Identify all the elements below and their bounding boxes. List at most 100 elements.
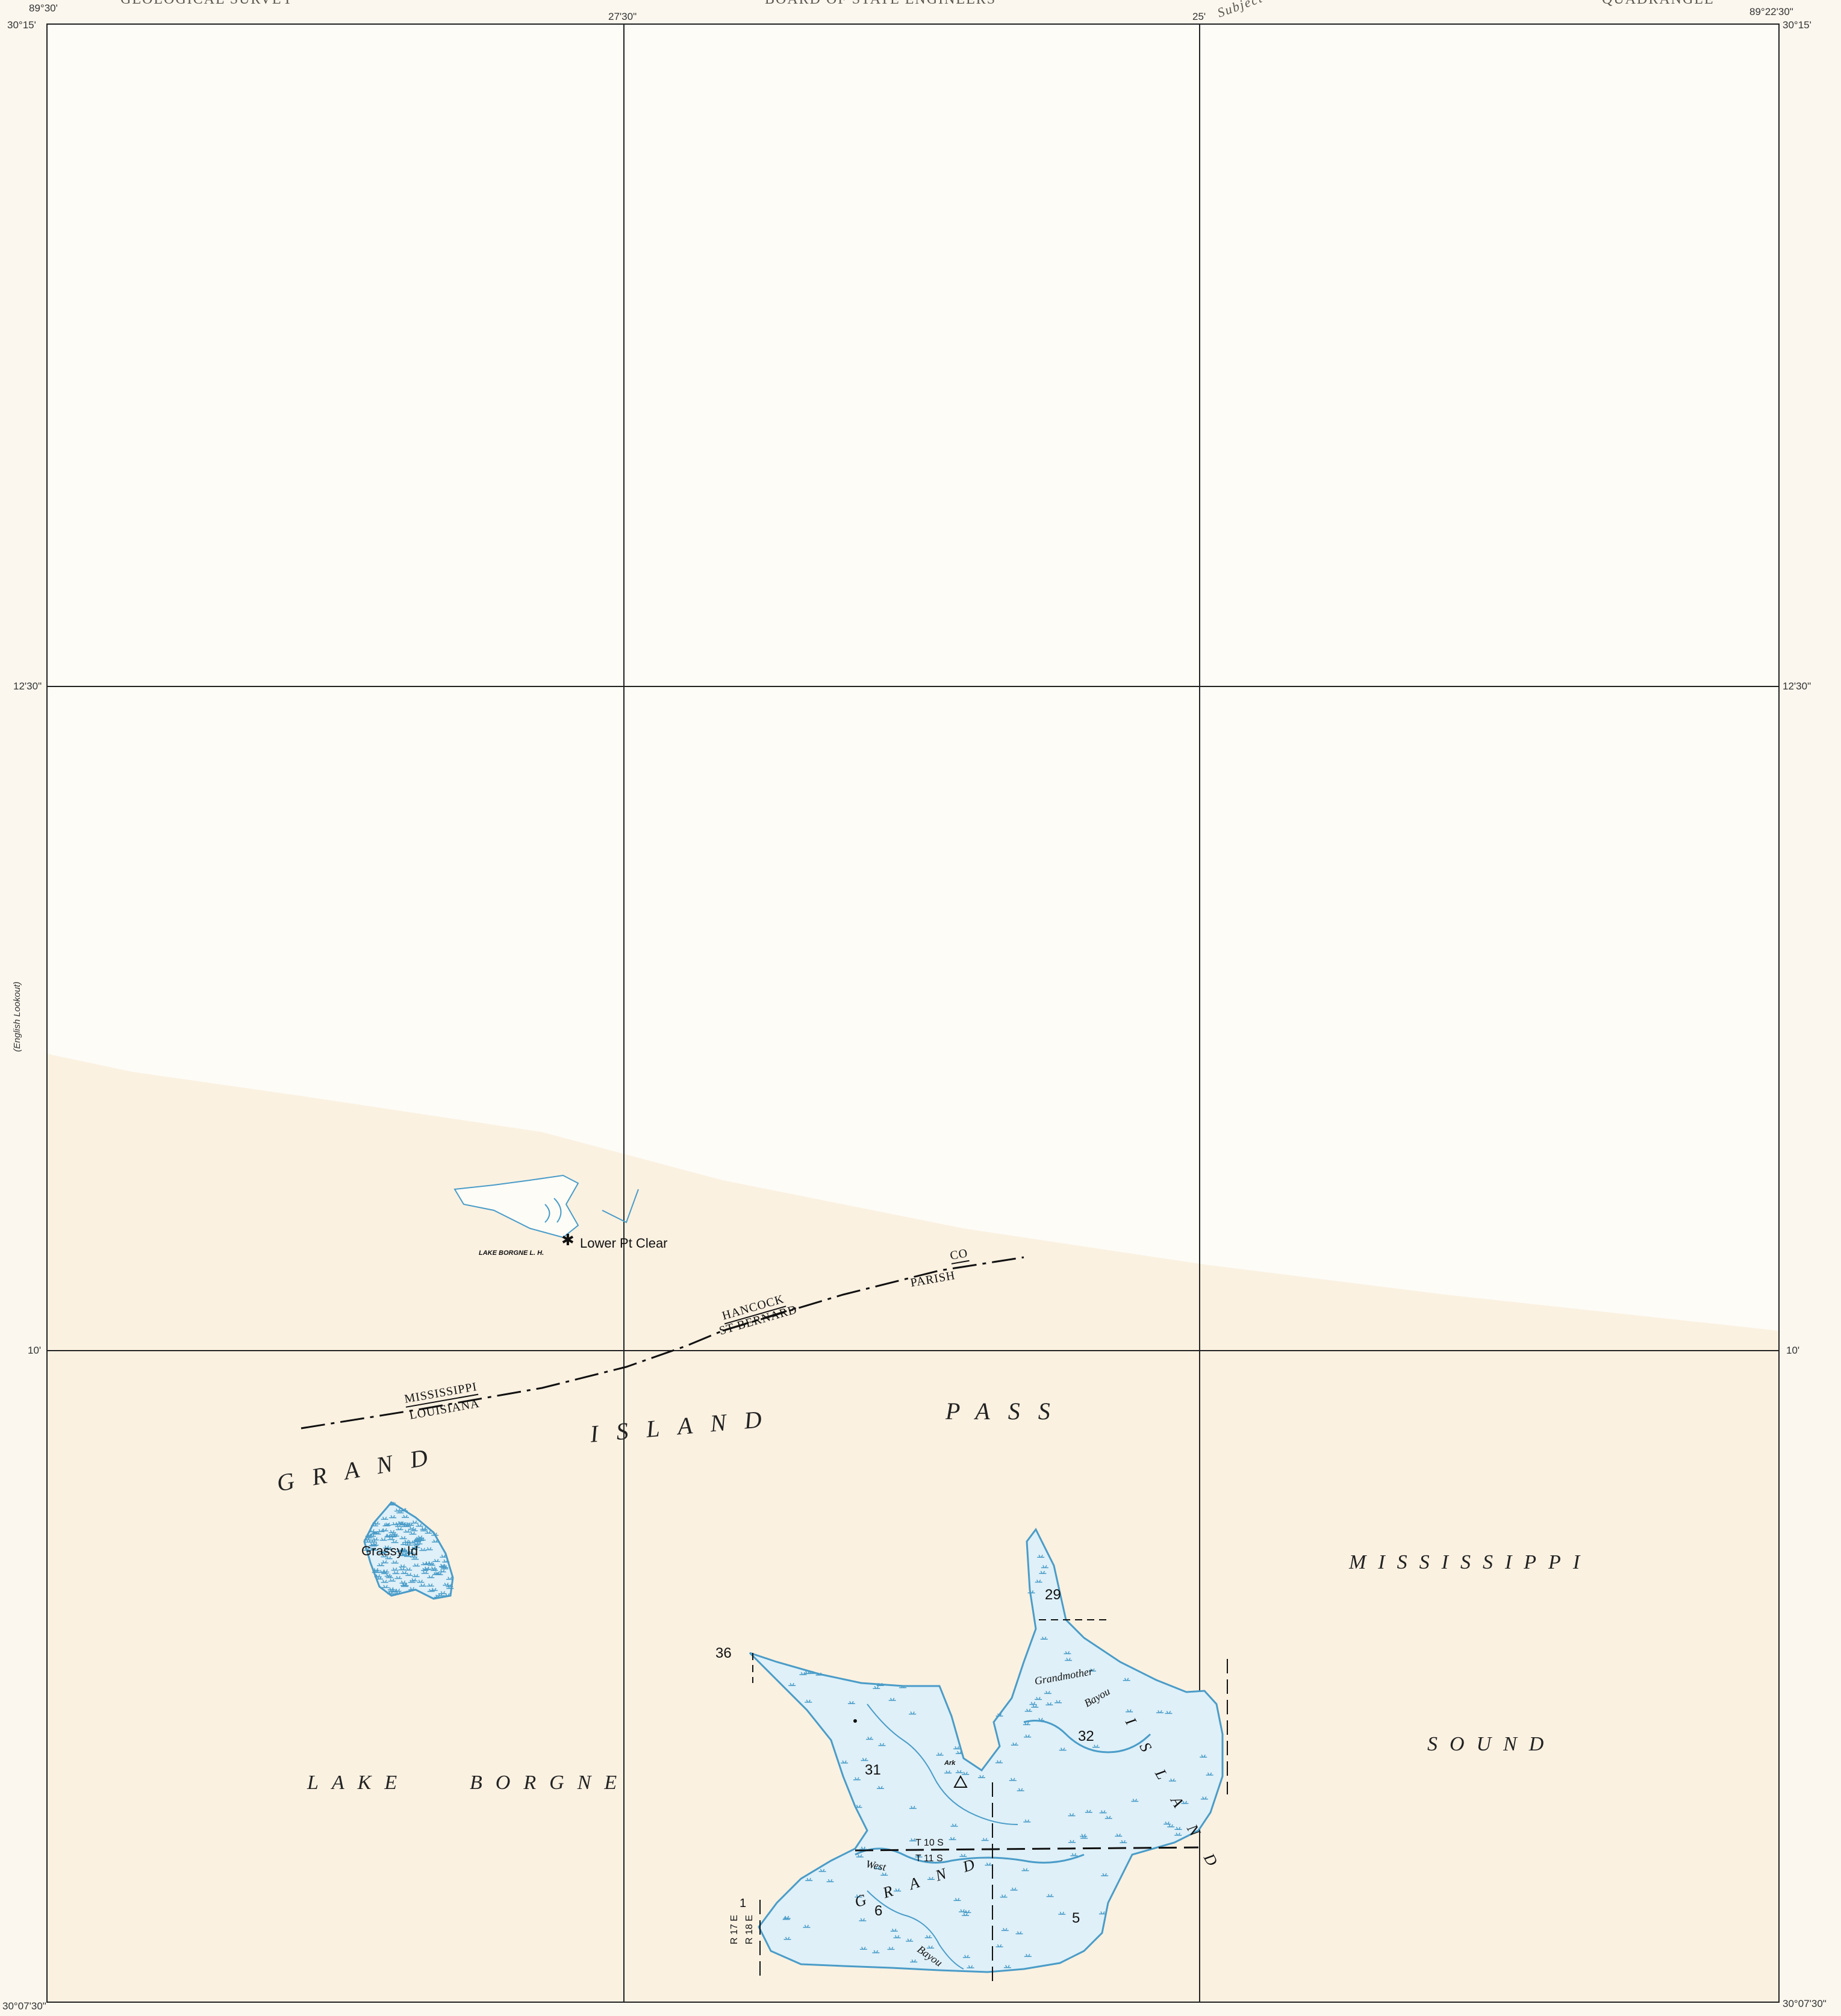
marsh-symbol-icon [379,1537,387,1541]
section-5: 5 [1072,1910,1080,1926]
marsh-symbol-icon [442,1559,450,1563]
label-lake: LAKE [307,1772,411,1794]
marsh-symbol-icon [443,1582,450,1586]
marsh-symbol-icon [388,1530,396,1534]
marsh-symbol-icon [381,1579,388,1583]
marsh-symbol-icon [369,1539,377,1543]
marsh-symbol-icon [894,1888,902,1892]
marsh-symbol-icon [818,1868,826,1872]
marsh-symbol-icon [377,1529,385,1532]
marsh-symbol-icon [440,1554,447,1558]
marsh-symbol-icon [438,1569,446,1573]
marsh-symbol-icon [421,1570,429,1574]
marsh-symbol-icon [1181,1800,1189,1804]
marsh-symbol-icon [944,1770,952,1774]
marsh-symbol-icon [1010,1887,1018,1891]
section-36: 36 [715,1645,732,1661]
marsh-symbol-icon [1120,1840,1127,1843]
grandmother-bayou [1023,1720,1151,1753]
marsh-symbol-icon [409,1531,417,1535]
marsh-symbol-icon [876,1682,884,1686]
marsh-symbol-icon [403,1529,411,1533]
marsh-symbol-icon [1059,1747,1067,1751]
marsh-symbol-icon [389,1515,397,1519]
marsh-symbol-icon [1098,1911,1106,1915]
south-bayou [867,1890,964,1970]
marsh-symbol-icon [399,1536,407,1540]
township-t10s: T 10 S [915,1838,944,1848]
coord-top-mid-lon: 27'30" [608,11,637,22]
marsh-symbol-icon [955,1770,963,1773]
marsh-symbol-icon [808,1670,815,1674]
marsh-symbol-icon [401,1583,409,1587]
marsh-symbol-icon [427,1575,435,1578]
marsh-symbol-icon [1126,1709,1133,1713]
marsh-symbol-icon [788,1682,796,1686]
marsh-symbol-icon [387,1537,395,1540]
marsh-symbol-icon [826,1879,834,1882]
marsh-symbol-icon [377,1563,385,1566]
marsh-symbol-icon [959,1853,967,1857]
marsh-symbol-icon [1036,1717,1044,1721]
marsh-symbol-icon [423,1566,431,1570]
marsh-symbol-icon [1001,1927,1009,1931]
section-6: 6 [874,1903,883,1919]
marsh-symbol-icon [995,1713,1003,1717]
marsh-symbol-icon [401,1549,409,1553]
marsh-symbol-icon [859,1918,867,1921]
marsh-symbol-icon [995,1760,1003,1764]
marsh-symbol-icon [874,1866,882,1870]
marsh-symbol-icon [369,1543,376,1546]
marsh-symbol-icon [397,1521,405,1525]
marsh-symbol-icon [962,1955,970,1958]
marsh-symbol-icon [384,1573,392,1577]
marsh-symbol-icon [847,1700,855,1705]
range-r18e: R 18 E [744,1915,755,1944]
marsh-symbol-icon [1037,1554,1045,1558]
marsh-symbol-icon [1023,1819,1031,1823]
marsh-symbol-icon [425,1547,433,1551]
marsh-symbol-icon [391,1567,399,1571]
marsh-symbol-icon [1131,1799,1139,1802]
state-boundary [301,1305,802,1430]
marsh-symbol-icon [873,1685,880,1689]
label-pass: PASS [945,1398,1068,1425]
marsh-symbol-icon [959,1909,967,1912]
marsh-symbol-icon [953,1746,961,1750]
marsh-symbol-icon [1123,1678,1130,1681]
township-t11s: T 11 S [915,1853,943,1864]
marsh-symbol-icon [390,1502,397,1506]
marsh-symbol-icon [1165,1711,1173,1714]
marsh-symbol-icon [416,1535,424,1539]
marsh-symbol-icon [981,1838,989,1841]
marsh-symbol-icon [906,1938,914,1942]
marsh-symbol-icon [1015,1931,1023,1935]
marsh-symbol-icon [964,1909,971,1914]
marsh-symbol-icon [1040,1636,1048,1640]
marsh-symbol-icon [1034,1697,1042,1700]
marsh-symbol-icon [402,1523,410,1527]
label-ark: Ark [944,1759,956,1767]
marsh-symbol-icon [1024,1734,1032,1738]
marsh-symbol-icon [876,1785,884,1790]
marsh-symbol-icon [381,1554,388,1558]
marsh-symbol-icon [375,1576,383,1580]
marsh-symbol-icon [1174,1826,1182,1831]
marsh-symbol-icon [1021,1868,1029,1871]
marsh-symbol-icon [1031,1704,1039,1708]
marsh-symbol-icon [859,1946,867,1950]
marsh-symbol-icon [962,1772,970,1775]
marsh-symbol-icon [995,1944,1003,1947]
marsh-symbol-icon [1054,1700,1062,1703]
marsh-symbol-icon [1068,1813,1076,1817]
triangulation-station-icon [953,1775,968,1788]
marsh-symbol-icon [382,1523,390,1526]
marsh-symbol-icon [1206,1772,1213,1776]
marsh-symbol-icon [439,1591,447,1594]
marsh-symbol-icon [1101,1873,1109,1876]
label-grassy-id: Grassy Id [361,1543,419,1558]
marsh-symbol-icon [855,1805,862,1808]
marsh-symbol-icon [417,1579,425,1583]
marsh-symbol-icon [413,1563,420,1567]
marsh-symbol-icon [1167,1824,1175,1828]
